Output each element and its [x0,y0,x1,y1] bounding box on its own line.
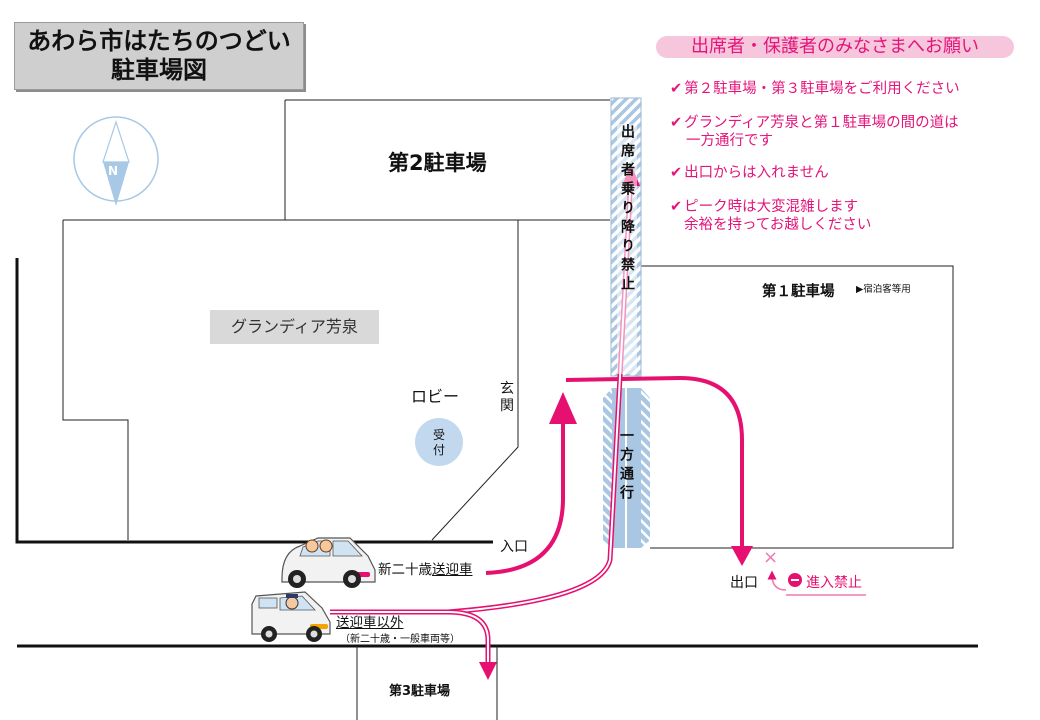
notice-item-4: ✔ピーク時は大変混雑します 余裕を持ってお越しください [670,198,871,234]
lot1-label: 第１駐車場 [762,284,835,300]
notice-item-2-line-2: 一方通行です [686,133,773,149]
notice-item-4-line-1: ピーク時は大変混雑します [684,199,859,215]
one-way-strip [603,388,650,548]
check-icon: ✔ [670,115,683,131]
check-icon: ✔ [670,165,683,181]
entrance-road-label: 入口 [500,539,528,555]
notice-item-2: ✔グランディア芳泉と第１駐車場の間の道は 一方通行です [670,114,959,150]
hotel-name-label: グランディア芳泉 [210,310,379,344]
lot1-note: ▶宿泊客等用 [856,284,911,295]
shuttle-label-main: 送迎車 [432,562,473,578]
notice-item-1: ✔第２駐車場・第３駐車場をご利用ください [670,80,960,98]
exit-route-arrowhead [731,546,753,566]
shuttle-label: 新二十歳送迎車 [378,558,473,578]
title-line-1: あわら市はたちのつどい [27,27,291,55]
reception-circle [415,418,463,466]
compass-icon [73,116,159,206]
notice-item-4-line-2: 余裕を持ってお越しください [684,217,872,233]
shuttle-route-arrow [485,420,565,575]
reception-label: 受付 [432,428,445,457]
lot2-outline [284,99,610,220]
no-dropoff-label: 出席者乗り降り禁止 [617,124,637,374]
entrance-label: 玄関 [500,381,514,414]
notice-item-3: ✔出口からは入れません [670,164,829,182]
other-vehicles-label: 送迎車以外 [336,615,404,631]
map-title: あわら市はたちのつどい 駐車場図 [14,22,304,90]
notice-item-3-line-1: 出口からは入れません [684,165,829,181]
shuttle-car-icon [281,537,376,588]
shuttle-label-prefix: 新二十歳 [378,562,432,578]
oneway-route-arrow [565,375,744,548]
lot3-outline [356,646,498,720]
lobby-label: ロビー [411,387,460,406]
other-vehicles-route-inner [330,174,632,613]
no-entry-label: 進入禁止 [806,575,862,591]
lot3-route-inner [447,611,489,664]
lot3-arrowhead [479,662,497,680]
no-entry-arrow [767,570,787,591]
other-vehicles-note: （新二十歳・一般車両等） [340,634,460,645]
lot1-outline [640,265,954,549]
title-line-2: 駐車場図 [111,56,207,84]
notice-heading: 出席者・保護者のみなさまへお願い [656,36,1014,58]
hotel-building-outline [62,219,610,541]
lot3-label: 第3駐車場 [389,684,451,699]
lot2-label: 第2駐車場 [388,151,487,175]
cross-mark-icon: × [763,547,779,568]
check-icon: ✔ [670,81,683,97]
compass-label: N [108,164,119,178]
notice-item-2-line-1: グランディア芳泉と第１駐車場の間の道は [684,115,959,131]
other-vehicles-route [330,174,634,615]
no-entry-icon [788,573,802,587]
exit-label: 出口 [730,575,758,591]
notice-item-1-line-1: 第２駐車場・第３駐車場をご利用ください [684,81,960,97]
van-icon [251,591,331,642]
shuttle-route-arrowhead [549,392,577,424]
check-icon: ✔ [670,199,683,215]
one-way-label: 一方通行 [618,428,634,504]
